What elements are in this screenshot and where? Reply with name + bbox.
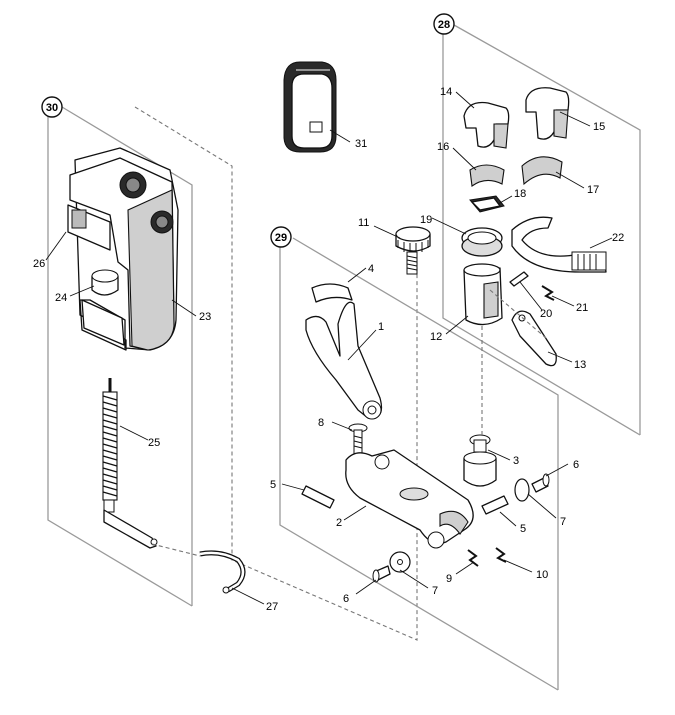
part-22-arm bbox=[511, 216, 607, 273]
part-14-cap bbox=[463, 101, 510, 149]
part-4-pad bbox=[311, 283, 353, 303]
group-frame-28 bbox=[442, 24, 641, 436]
label-5-left: 5 bbox=[270, 479, 276, 491]
label-22: 22 bbox=[612, 232, 624, 244]
label-9: 9 bbox=[446, 573, 452, 585]
part-27-spring-clip bbox=[199, 550, 246, 594]
leader-lines bbox=[45, 91, 613, 605]
label-4: 4 bbox=[368, 263, 374, 275]
label-31: 31 bbox=[355, 138, 367, 150]
label-10: 10 bbox=[536, 569, 548, 581]
label-2: 2 bbox=[336, 517, 342, 529]
part-21-spring bbox=[541, 285, 555, 301]
assembly-lines bbox=[151, 289, 547, 557]
part-23-clamp-body bbox=[67, 147, 179, 351]
part-18-pad bbox=[469, 195, 505, 213]
part-2-base bbox=[345, 449, 474, 549]
label-6-left: 6 bbox=[343, 593, 349, 605]
label-3: 3 bbox=[513, 455, 519, 467]
part-12-sleeve bbox=[463, 263, 503, 326]
label-21: 21 bbox=[576, 302, 588, 314]
group-badge-28: 28 bbox=[433, 13, 455, 35]
svg-text:28: 28 bbox=[438, 19, 450, 31]
part-10-spring bbox=[495, 547, 507, 563]
part-6-screw-right bbox=[531, 473, 550, 493]
label-20: 20 bbox=[540, 308, 552, 320]
label-24: 24 bbox=[55, 292, 67, 304]
part-6-screw-left bbox=[372, 565, 391, 583]
part-16-shell bbox=[469, 164, 505, 187]
label-27: 27 bbox=[266, 601, 278, 613]
part-11-knob bbox=[395, 226, 431, 275]
label-16: 16 bbox=[437, 141, 449, 153]
label-7-right: 7 bbox=[560, 516, 566, 528]
label-19: 19 bbox=[420, 214, 432, 226]
label-13: 13 bbox=[574, 359, 586, 371]
label-12: 12 bbox=[430, 331, 442, 343]
part-19-nut bbox=[461, 227, 503, 257]
label-26: 26 bbox=[33, 258, 45, 270]
label-6-right: 6 bbox=[573, 459, 579, 471]
label-25: 25 bbox=[148, 437, 160, 449]
label-14: 14 bbox=[440, 86, 452, 98]
part-9-spring bbox=[467, 549, 479, 567]
part-labels: 31 14 15 16 17 18 19 22 20 21 12 13 11 4… bbox=[33, 86, 624, 613]
label-11: 11 bbox=[358, 217, 369, 229]
part-5-pin-right bbox=[481, 495, 509, 515]
part-31-battery bbox=[283, 61, 337, 153]
svg-text:29: 29 bbox=[275, 232, 287, 244]
label-1: 1 bbox=[378, 321, 384, 333]
part-7-washer-right bbox=[514, 478, 530, 502]
part-7-washer-left bbox=[389, 551, 411, 573]
part-15-cap bbox=[525, 87, 570, 140]
group-badge-30: 30 bbox=[41, 96, 63, 118]
part-25-threaded-screw bbox=[102, 378, 158, 549]
label-7-left: 7 bbox=[432, 585, 438, 597]
group-badge-29: 29 bbox=[270, 226, 292, 248]
part-5-pin-left bbox=[301, 485, 335, 509]
part-1-arm bbox=[305, 301, 383, 420]
label-8: 8 bbox=[318, 417, 324, 429]
group-frame-29 bbox=[279, 237, 559, 691]
label-18: 18 bbox=[514, 188, 526, 200]
label-15: 15 bbox=[593, 121, 605, 133]
svg-text:30: 30 bbox=[46, 102, 58, 114]
part-8-bolt bbox=[348, 423, 368, 455]
part-3-pivot bbox=[463, 434, 497, 487]
label-5-right: 5 bbox=[520, 523, 526, 535]
label-23: 23 bbox=[199, 311, 211, 323]
part-20-pin bbox=[509, 271, 529, 287]
label-17: 17 bbox=[587, 184, 599, 196]
part-17-shell bbox=[521, 156, 563, 186]
